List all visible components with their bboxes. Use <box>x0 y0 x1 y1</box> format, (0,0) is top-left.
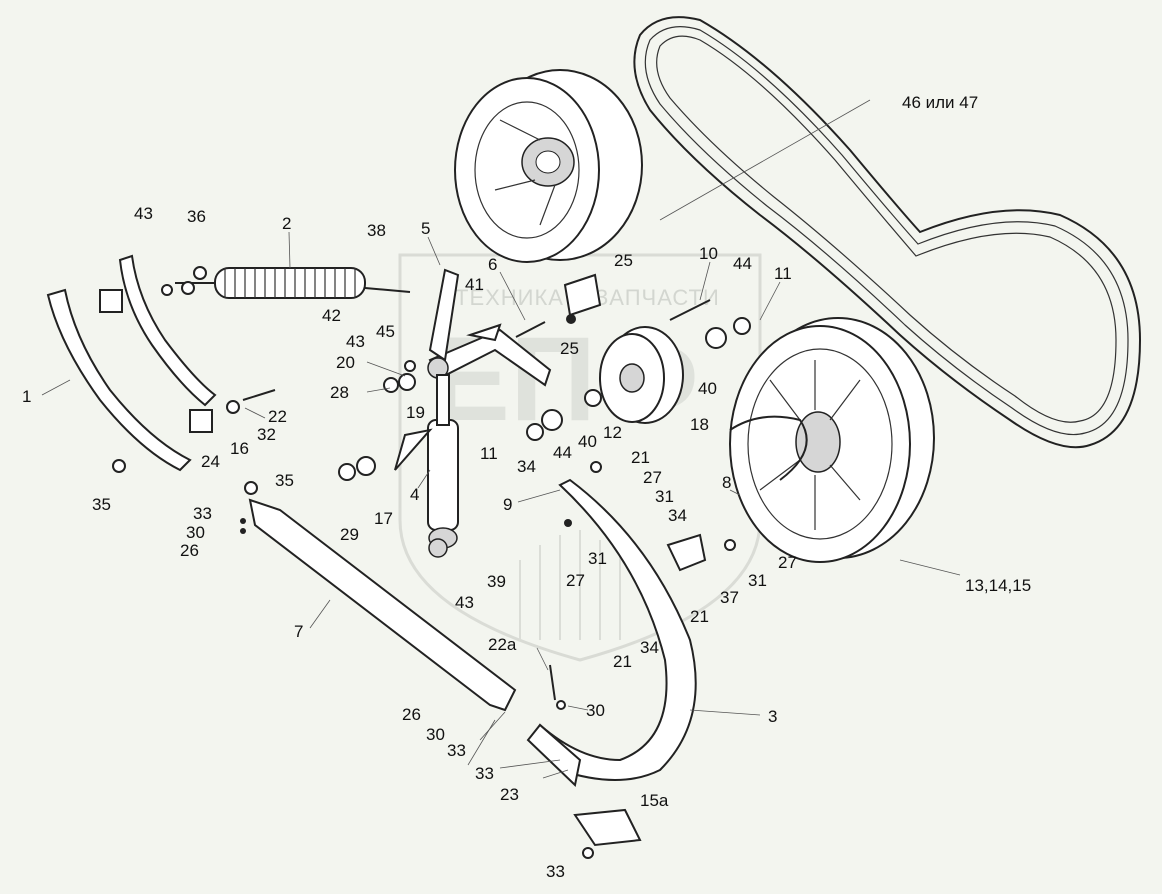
label-26-b: 26 <box>402 705 421 724</box>
label-39: 39 <box>487 572 506 591</box>
label-43-c: 43 <box>455 593 474 612</box>
label-2: 2 <box>282 214 291 233</box>
label-30-c: 30 <box>426 725 445 744</box>
label-41: 41 <box>465 275 484 294</box>
label-15a: 15а <box>640 791 669 810</box>
label-40-a: 40 <box>698 379 717 398</box>
label-21-b: 21 <box>690 607 709 626</box>
label-6: 6 <box>488 255 497 274</box>
label-33-c: 33 <box>475 764 494 783</box>
label-42: 42 <box>322 306 341 325</box>
label-43-b: 43 <box>346 332 365 351</box>
label-27-b: 27 <box>566 571 585 590</box>
label-19: 19 <box>406 403 425 422</box>
idler-pulley <box>599 326 684 424</box>
label-8: 8 <box>722 473 731 492</box>
label-31-a: 31 <box>655 487 674 506</box>
label-32: 32 <box>257 425 276 444</box>
label-33-a: 33 <box>193 504 212 523</box>
label-25-bottom: 25 <box>560 339 579 358</box>
label-33-b: 33 <box>447 741 466 760</box>
cylinder <box>427 374 459 549</box>
label-44-b: 44 <box>553 443 572 462</box>
drive-belt <box>633 16 1142 449</box>
label-43-a: 43 <box>134 204 153 223</box>
label-26-a: 26 <box>180 541 199 560</box>
label-36: 36 <box>187 207 206 226</box>
label-28: 28 <box>330 383 349 402</box>
label-23: 23 <box>500 785 519 804</box>
label-11-top: 11 <box>774 264 792 283</box>
fasteners <box>112 266 751 859</box>
label-31-c: 31 <box>748 571 767 590</box>
label-9: 9 <box>503 495 512 514</box>
label-7: 7 <box>294 622 303 641</box>
label-35-a: 35 <box>275 471 294 490</box>
part-labels: 1 2 3 4 5 6 7 8 9 10 11 11 12 13,14,15 1… <box>22 93 1031 881</box>
belt-guard <box>526 478 697 847</box>
label-1: 1 <box>22 387 31 406</box>
label-45: 45 <box>376 322 395 341</box>
label-10: 10 <box>699 244 718 263</box>
label-34-b: 34 <box>668 506 687 525</box>
upper-pulley <box>454 69 643 263</box>
tension-lever <box>427 268 552 387</box>
label-40-b: 40 <box>578 432 597 451</box>
label-16: 16 <box>230 439 249 458</box>
lower-pulley <box>729 317 935 563</box>
tension-spring <box>175 267 411 299</box>
label-13-14-15: 13,14,15 <box>965 576 1031 595</box>
label-12: 12 <box>603 423 622 442</box>
label-24: 24 <box>201 452 220 471</box>
label-30-b: 30 <box>586 701 605 720</box>
label-30-a: 30 <box>186 523 205 542</box>
label-27-c: 27 <box>778 553 797 572</box>
leader-lines <box>41 99 961 779</box>
label-5: 5 <box>421 219 430 238</box>
label-20: 20 <box>336 353 355 372</box>
label-35-b: 35 <box>92 495 111 514</box>
label-33-d: 33 <box>546 862 565 881</box>
label-29: 29 <box>340 525 359 544</box>
label-34-a: 34 <box>517 457 536 476</box>
label-21-a: 21 <box>631 448 650 467</box>
label-37: 37 <box>720 588 739 607</box>
label-31-b: 31 <box>588 549 607 568</box>
label-46-47: 46 или 47 <box>902 93 978 112</box>
label-18: 18 <box>690 415 709 434</box>
label-11-mid: 11 <box>480 444 498 463</box>
label-34-c: 34 <box>640 638 659 657</box>
watermark-wheat-icon <box>519 530 621 640</box>
label-38: 38 <box>367 221 386 240</box>
label-4: 4 <box>410 485 419 504</box>
label-27-a: 27 <box>643 468 662 487</box>
label-21-c: 21 <box>613 652 632 671</box>
label-44-a: 44 <box>733 254 752 273</box>
label-17: 17 <box>374 509 393 528</box>
bracket-left <box>46 254 217 472</box>
label-22: 22 <box>268 407 287 426</box>
label-25-top: 25 <box>614 251 633 270</box>
label-3: 3 <box>768 707 777 726</box>
support-bar <box>248 498 517 712</box>
label-22a: 22а <box>488 635 517 654</box>
